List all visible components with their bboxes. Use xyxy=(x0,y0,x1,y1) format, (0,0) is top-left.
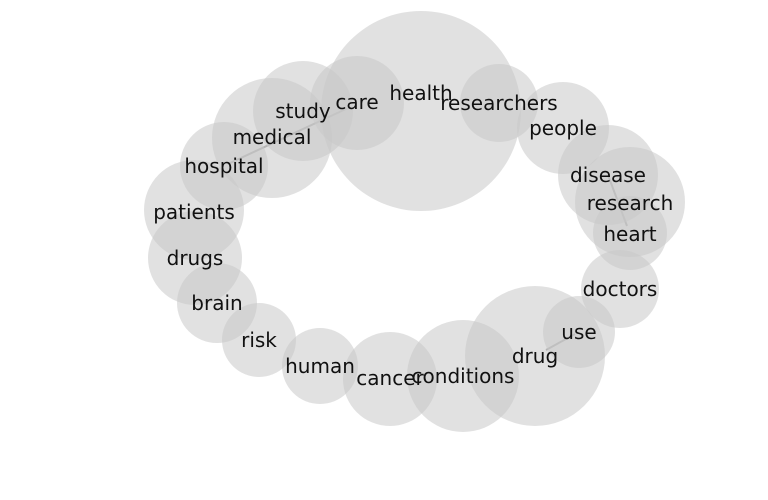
word-label-health: health xyxy=(389,81,452,105)
word-label-people: people xyxy=(529,116,597,140)
word-label-research: research xyxy=(587,191,674,215)
word-label-hospital: hospital xyxy=(184,154,263,178)
bubbles-layer xyxy=(144,11,685,432)
word-label-medical: medical xyxy=(233,125,312,149)
bubble-doctors xyxy=(581,250,659,328)
word-label-doctors: doctors xyxy=(583,277,658,301)
word-label-drug: drug xyxy=(512,344,558,368)
bubble-researchers xyxy=(460,64,538,142)
word-label-researchers: researchers xyxy=(440,91,557,115)
word-label-study: study xyxy=(275,99,331,123)
bubble-people xyxy=(517,82,609,174)
word-label-conditions: conditions xyxy=(412,364,515,388)
word-label-disease: disease xyxy=(570,163,646,187)
word-label-heart: heart xyxy=(603,222,656,246)
word-label-human: human xyxy=(285,354,355,378)
word-label-risk: risk xyxy=(241,328,277,352)
word-label-patients: patients xyxy=(153,200,235,224)
word-label-drugs: drugs xyxy=(167,246,224,270)
word-label-cancer: cancer xyxy=(356,366,424,390)
bubble-risk xyxy=(222,303,296,377)
word-label-use: use xyxy=(561,320,596,344)
word-label-brain: brain xyxy=(191,291,242,315)
bubble-human xyxy=(282,328,358,404)
word-label-care: care xyxy=(335,90,378,114)
